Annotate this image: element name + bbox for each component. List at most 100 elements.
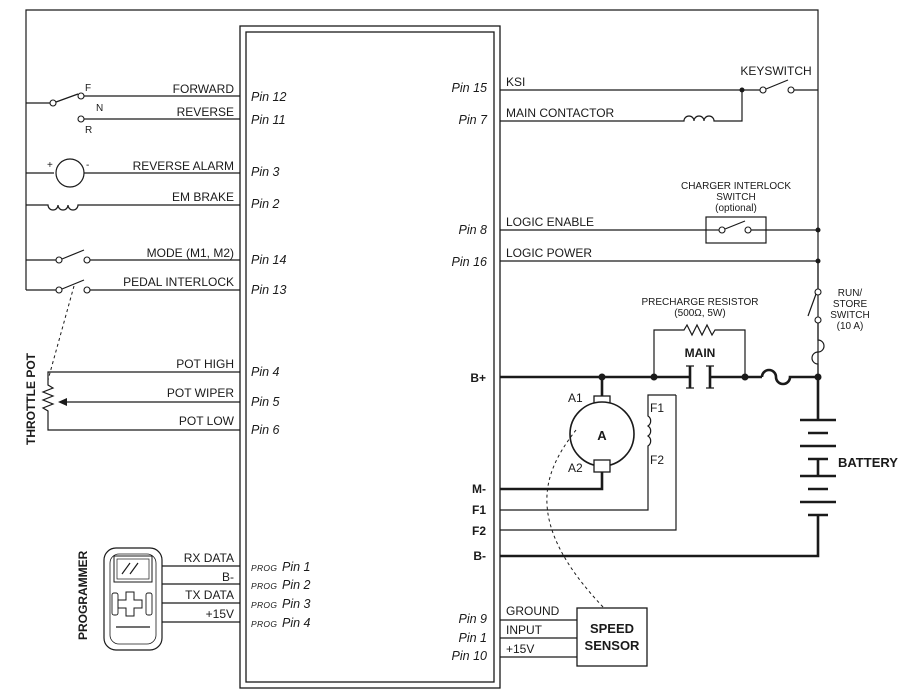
pin-8: Pin 8 <box>459 223 488 237</box>
signal-main-contactor: MAIN CONTACTOR <box>506 106 615 120</box>
prog-prefix-2: PROG <box>251 581 277 591</box>
throttle-pot-label: THROTTLE POT <box>24 352 38 445</box>
pin-13: Pin 13 <box>251 283 286 297</box>
speed-sensor: SPEED SENSOR GROUND Pin 9 INPUT Pin 1 +1… <box>452 429 648 667</box>
prog-prefix-1: PROG <box>251 563 277 573</box>
prog-prefix-4: PROG <box>251 619 277 629</box>
terminal-f1: F1 <box>472 503 486 517</box>
pin-7: Pin 7 <box>459 113 489 127</box>
power-terminal-labels: B+ M- F1 F2 B- <box>470 371 486 563</box>
signal-tx-data: TX DATA <box>185 588 234 602</box>
reverse-alarm: + - <box>26 158 240 188</box>
armature-label: A <box>597 428 607 443</box>
signal-logic-power: LOGIC POWER <box>506 246 592 260</box>
keyswitch-circuit: KEYSWITCH <box>500 64 818 122</box>
signal-rx-data: RX DATA <box>184 551 234 565</box>
direction-switch: F N R <box>26 83 240 136</box>
signal-logic-enable: LOGIC ENABLE <box>506 215 594 229</box>
pin-4: Pin 4 <box>251 365 280 379</box>
prog-prefix-3: PROG <box>251 600 277 610</box>
precharge-resistor: PRECHARGE RESISTOR (500Ω, 5W) <box>641 297 759 377</box>
prog-pin-3: Pin 3 <box>282 597 311 611</box>
signal-pot-low: POT LOW <box>179 414 235 428</box>
pin-1-sensor: Pin 1 <box>459 631 488 645</box>
signal-ksi: KSI <box>506 75 525 89</box>
pin-9: Pin 9 <box>459 612 488 626</box>
programmer-handset: PROGRAMMER <box>76 547 163 651</box>
signal-b-minus-prog: B- <box>222 570 234 584</box>
prog-pin-4: Pin 4 <box>282 616 311 630</box>
signal-pot-high: POT HIGH <box>176 357 234 371</box>
pin-6: Pin 6 <box>251 423 280 437</box>
terminal-b-minus: B- <box>473 549 486 563</box>
pin-10: Pin 10 <box>452 649 487 663</box>
throttle-pot: THROTTLE POT <box>24 285 240 445</box>
pin-12: Pin 12 <box>251 90 286 104</box>
signal-reverse-alarm: REVERSE ALARM <box>133 159 234 173</box>
switch-label-n: N <box>96 103 103 114</box>
precharge-label-1: PRECHARGE RESISTOR <box>641 297 758 308</box>
programmer-wires: RX DATA B- TX DATA +15V PROG Pin 1 PROG … <box>162 551 311 630</box>
signal-mode: MODE (M1, M2) <box>147 246 234 260</box>
field-winding: F1 F2 <box>500 394 677 531</box>
run-store-label-1: RUN/ <box>838 288 863 299</box>
pin-15: Pin 15 <box>452 81 487 95</box>
main-label: MAIN <box>685 346 716 360</box>
signal-plus15v-sensor: +15V <box>506 642 534 656</box>
alarm-minus-label: - <box>86 160 89 171</box>
alarm-plus-label: + <box>47 160 53 171</box>
terminal-b-plus: B+ <box>470 371 486 385</box>
signal-plus15v-prog: +15V <box>206 607 234 621</box>
run-store-label-4: (10 A) <box>837 321 864 332</box>
a2-label: A2 <box>568 461 583 475</box>
prog-pin-2: Pin 2 <box>282 578 311 592</box>
pin-11: Pin 11 <box>251 113 286 127</box>
programmer-label: PROGRAMMER <box>76 550 90 640</box>
run-store-label-3: SWITCH <box>830 310 869 321</box>
signal-ground: GROUND <box>506 604 560 618</box>
charger-interlock-label-2: SWITCH <box>716 192 755 203</box>
a1-label: A1 <box>568 391 583 405</box>
right-pin-labels: KSI Pin 15 MAIN CONTACTOR Pin 7 LOGIC EN… <box>452 75 615 269</box>
signal-reverse: REVERSE <box>177 105 234 119</box>
speed-sensor-label-1: SPEED <box>590 621 634 636</box>
controller-box <box>239 25 501 689</box>
switch-label-f: F <box>85 83 91 94</box>
speed-sensor-label-2: SENSOR <box>585 638 641 653</box>
terminal-m-minus: M- <box>472 482 486 496</box>
charger-interlock-label-1: CHARGER INTERLOCK <box>681 181 791 192</box>
signal-pedal-interlock: PEDAL INTERLOCK <box>123 275 234 289</box>
pin-16: Pin 16 <box>452 255 487 269</box>
em-brake-coil <box>26 204 240 211</box>
mode-switch <box>26 249 240 264</box>
pin-5: Pin 5 <box>251 395 280 409</box>
left-pin-labels: FORWARD Pin 12 REVERSE Pin 11 REVERSE AL… <box>123 82 286 437</box>
run-store-switch: RUN/ STORE SWITCH (10 A) <box>807 227 870 377</box>
main-contactor-coil <box>500 90 743 122</box>
signal-pot-wiper: POT WIPER <box>167 386 234 400</box>
pin-14: Pin 14 <box>251 253 286 267</box>
signal-forward: FORWARD <box>173 82 235 96</box>
signal-em-brake: EM BRAKE <box>172 190 234 204</box>
traction-motor: A A1 A2 <box>500 377 635 491</box>
keyswitch-label: KEYSWITCH <box>740 64 811 78</box>
precharge-label-2: (500Ω, 5W) <box>674 308 725 319</box>
pedal-interlock-switch <box>26 279 240 294</box>
top-bus-wire <box>25 9 819 377</box>
run-store-label-2: STORE <box>833 299 868 310</box>
b-plus-bus <box>500 368 822 386</box>
battery: BATTERY <box>500 377 898 558</box>
prog-pin-1: Pin 1 <box>282 560 311 574</box>
charger-interlock-switch: CHARGER INTERLOCK SWITCH (optional) <box>500 181 818 244</box>
main-contactor: MAIN <box>685 346 716 389</box>
charger-interlock-label-3: (optional) <box>715 203 757 214</box>
f2-label: F2 <box>650 453 664 467</box>
terminal-f2: F2 <box>472 524 486 538</box>
signal-input: INPUT <box>506 623 543 637</box>
battery-label: BATTERY <box>838 455 898 470</box>
switch-label-r: R <box>85 125 92 136</box>
pin-2: Pin 2 <box>251 197 280 211</box>
pin-3: Pin 3 <box>251 165 280 179</box>
f1-label: F1 <box>650 401 664 415</box>
